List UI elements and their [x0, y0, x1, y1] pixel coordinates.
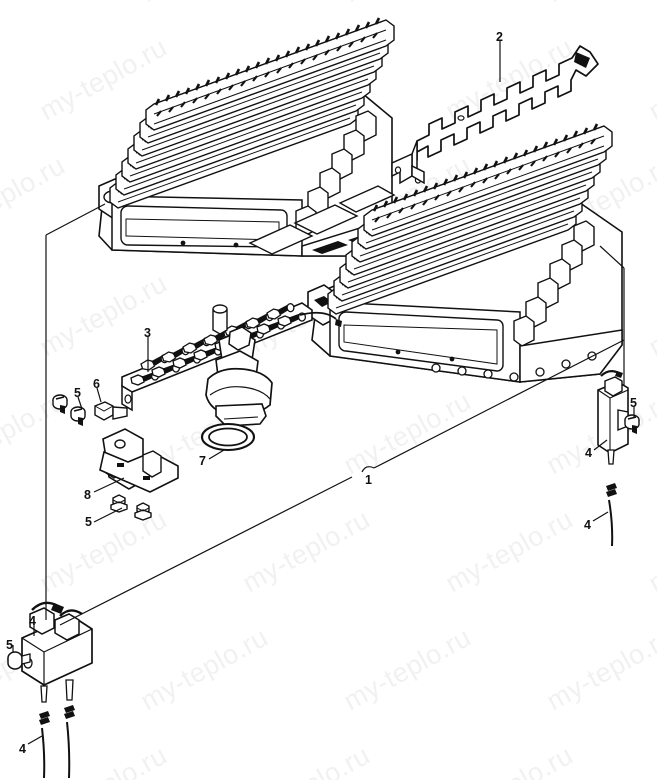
bolt-6 — [94, 401, 128, 421]
serpentine-distributor-bracket — [391, 45, 599, 185]
burner-lower-right — [307, 122, 623, 383]
callout-4c-ignition-electrode-left[interactable]: 4 — [29, 614, 36, 628]
screw-left — [7, 651, 31, 670]
callout-5c-screw-right[interactable]: 5 — [630, 396, 637, 410]
callout-8-mounting-bracket[interactable]: 8 — [84, 488, 91, 502]
callout-7-o-ring-seal[interactable]: 7 — [199, 454, 206, 468]
callout-4b-electrode-cable-right[interactable]: 4 — [584, 518, 591, 532]
electrode-cable-left — [39, 705, 75, 779]
callout-1-burner-assembly-complete[interactable]: 1 — [365, 473, 372, 487]
callout-5b-nut[interactable]: 5 — [85, 515, 92, 529]
gas-manifold-with-injectors — [121, 302, 342, 412]
callout-6-bolt[interactable]: 6 — [93, 377, 100, 391]
o-ring-seal — [200, 422, 256, 452]
callout-5d-screw-left[interactable]: 5 — [6, 638, 13, 652]
gas-valve-body — [205, 326, 273, 427]
callout-leader-lines — [12, 41, 635, 745]
ignition-electrode-left — [7, 601, 93, 779]
callout-3-gas-manifold-with-injectors[interactable]: 3 — [144, 326, 151, 340]
fastener-group-center — [52, 394, 152, 521]
callout-4d-electrode-cable-left[interactable]: 4 — [19, 742, 26, 756]
callout-2-serpentine-flame-distributor-bracket[interactable]: 2 — [496, 30, 503, 44]
burner-upper-left — [98, 16, 396, 257]
callout-5a-screw[interactable]: 5 — [74, 386, 81, 400]
ignition-electrode-right — [597, 369, 640, 547]
electrode-cable-right — [606, 483, 617, 547]
callout-4a-ignition-electrode-right[interactable]: 4 — [585, 446, 592, 460]
mounting-bracket — [99, 428, 179, 493]
